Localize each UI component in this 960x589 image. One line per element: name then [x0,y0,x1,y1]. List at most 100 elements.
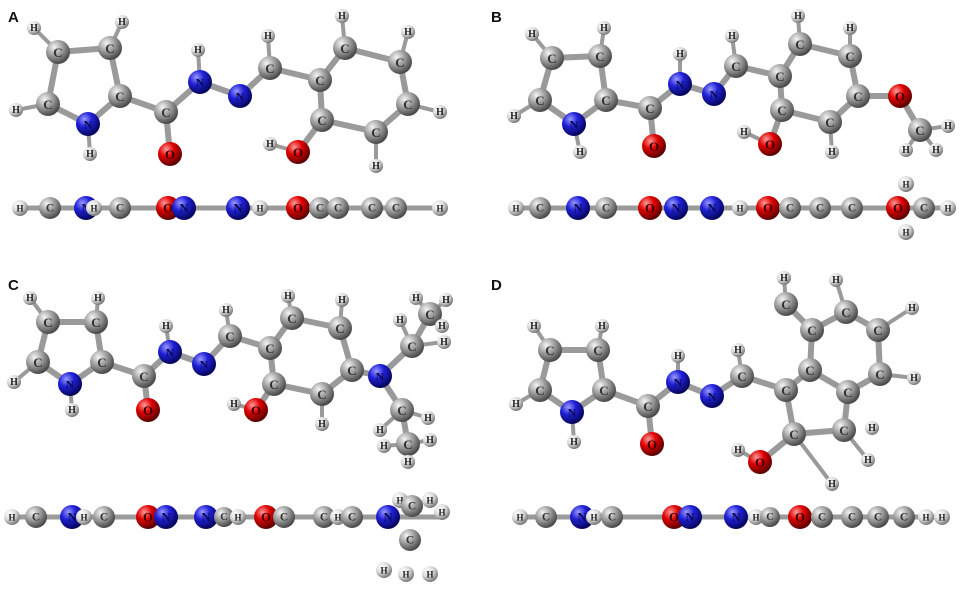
carbon-label: C [601,93,610,108]
panel-letter-d: D [491,277,502,294]
nitrogen-label: N [200,358,209,372]
carbon-atom: C [364,120,388,144]
carbon-sphere [638,96,662,120]
oxygen-atom: O [640,432,664,456]
hydrogen-atom: H [940,200,956,216]
carbon-label: C [100,512,108,524]
carbon-atom: C [273,506,295,528]
carbon-sphere [595,197,617,219]
carbon-label: C [368,203,376,215]
hydrogen-sphere [748,509,764,525]
nitrogen-atom: N [678,505,702,529]
carbon-atom: C [313,506,335,528]
hydrogen-label: H [338,11,346,22]
hydrogen-label: H [68,405,76,416]
carbon-label: C [161,105,170,120]
nitrogen-sphere [700,196,724,220]
hydrogen-atom: H [434,504,450,520]
nitrogen-atom: N [700,196,724,220]
carbon-label: C [265,61,274,76]
hydrogen-label: H [510,111,518,122]
oxygen-label: O [163,202,173,216]
hydrogen-label: H [944,121,952,132]
carbon-sphere [90,350,114,374]
hydrogen-atom: H [409,291,423,305]
carbon-label: C [825,115,834,130]
hydrogen-sphere [671,349,685,363]
hydrogen-sphere [777,271,791,285]
oxygen-sphere [788,505,812,529]
hydrogen-sphere [401,25,415,39]
carbon-atom: C [36,92,60,116]
hydrogen-label: H [426,496,433,506]
carbon-atom: C [400,334,424,358]
oxygen-sphere [888,84,912,108]
hydrogen-label: H [318,419,326,430]
nitrogen-label: N [166,346,175,360]
carbon-label: C [848,512,856,524]
carbon-atom: C [529,197,551,219]
oxygen-label: O [251,403,261,418]
hydrogen-sphere [586,509,602,525]
nitrogen-sphere [664,196,688,220]
carbon-label: C [535,383,544,398]
nitrogen-label: N [376,370,385,384]
nitrogen-sphere [700,384,724,408]
oxygen-sphere [748,450,772,474]
nitrogen-label: N [731,511,740,525]
nitrogen-label: N [179,202,188,216]
hydrogen-atom: H [422,566,438,582]
carbon-label: C [737,369,746,384]
carbon-sphere [98,36,122,60]
nitrogen-sphere [188,70,212,94]
hydrogen-sphere [12,200,28,216]
carbon-label: C [795,37,804,52]
nitrogen-sphere [668,72,692,96]
oxygen-label: O [261,511,271,525]
hydrogen-atom: H [65,403,79,417]
carbon-atom: C [774,292,798,316]
carbon-atom: C [401,495,423,517]
hydrogen-atom: H [907,371,921,385]
carbon-label: C [535,93,544,108]
carbon-sphere [84,310,108,334]
carbon-sphere [399,529,421,551]
carbon-label: C [781,383,790,398]
oxygen-label: O [795,511,805,525]
hydrogen-atom: H [918,509,934,525]
hydrogen-label: H [256,204,263,214]
carbon-atom: C [838,44,862,68]
hydrogen-atom: H [335,293,349,307]
nitrogen-sphere [560,400,584,424]
panel-letter-b: B [491,9,502,26]
hydrogen-label: H [86,149,94,160]
hydrogen-atom: H [732,200,748,216]
nitrogen-atom: N [194,505,218,529]
hydrogen-sphere [508,200,524,216]
carbon-label: C [807,323,816,338]
hydrogen-sphere [86,200,102,216]
hydrogen-sphere [898,224,914,240]
carbon-label: C [105,41,114,56]
hydrogen-atom: H [673,47,687,61]
hydrogen-atom: H [507,109,521,123]
oxygen-label: O [895,89,905,104]
carbon-label: C [348,512,356,524]
hydrogen-label: H [334,513,341,523]
hydrogen-sphere [439,293,453,307]
nitrogen-atom: N [666,370,690,394]
hydrogen-atom: H [843,21,857,35]
carbon-sphere [310,382,334,406]
carbon-atom: C [396,92,420,116]
nitrogen-label: N [201,511,210,525]
carbon-atom: C [592,378,616,402]
carbon-atom: C [595,197,617,219]
carbon-sphere [218,324,242,348]
hydrogen-atom: H [423,433,437,447]
hydrogen-atom: H [191,43,205,57]
hydrogen-atom: H [23,291,37,305]
carbon-sphere [341,506,363,528]
carbon-label: C [805,363,814,378]
